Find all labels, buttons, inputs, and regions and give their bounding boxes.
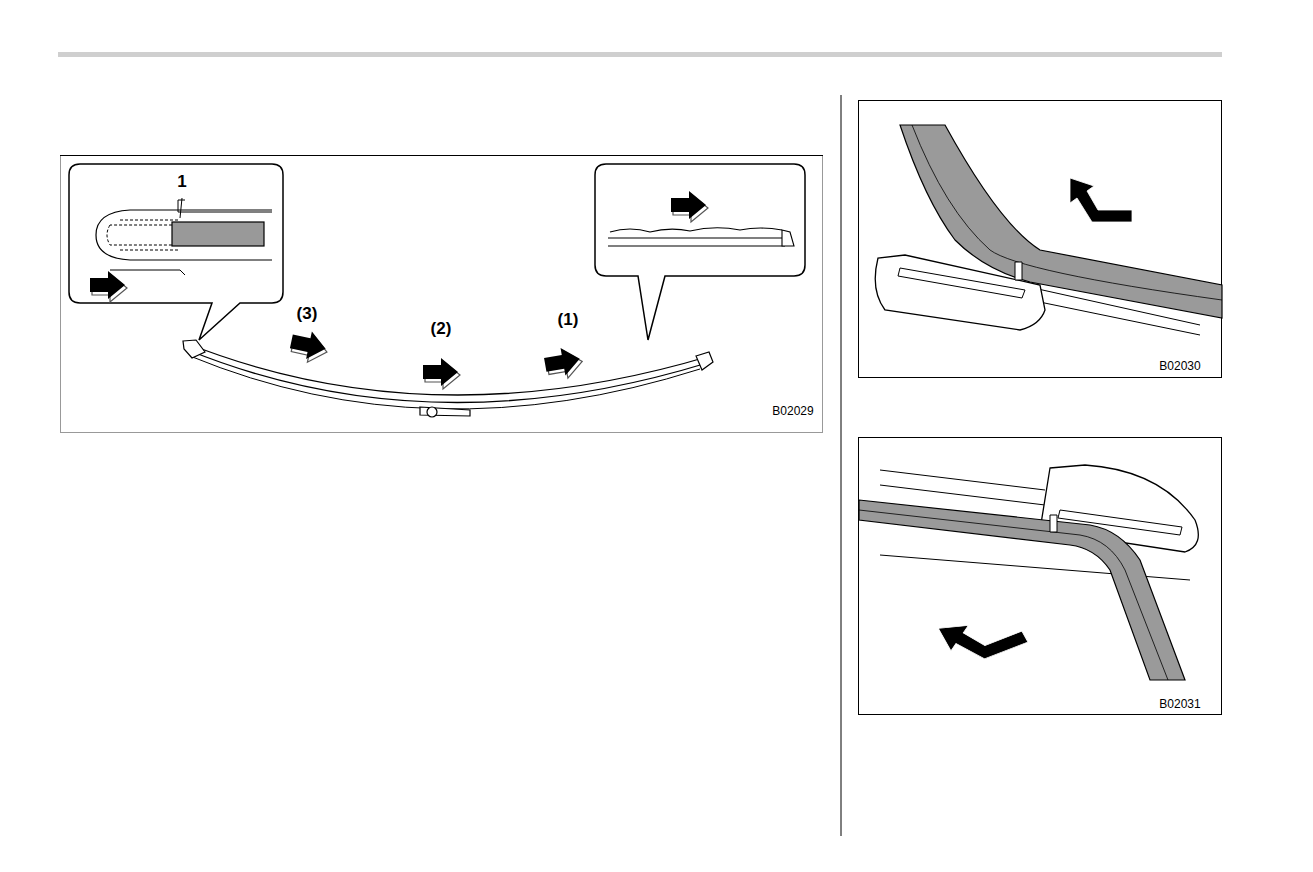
figure-code: B02031 (1159, 698, 1200, 710)
column-divider (841, 95, 842, 836)
figure-code: B02029 (772, 405, 813, 417)
step-number: (3) (297, 305, 318, 322)
step-number: (1) (558, 311, 579, 328)
blade-removal-figure (859, 101, 1223, 378)
main-figure (60, 156, 823, 433)
callout-number: 1 (177, 173, 186, 190)
blade-installation-figure (859, 438, 1222, 715)
step-number: (2) (431, 320, 452, 337)
header-rule (58, 52, 1222, 57)
figure-code: B02030 (1159, 360, 1200, 372)
